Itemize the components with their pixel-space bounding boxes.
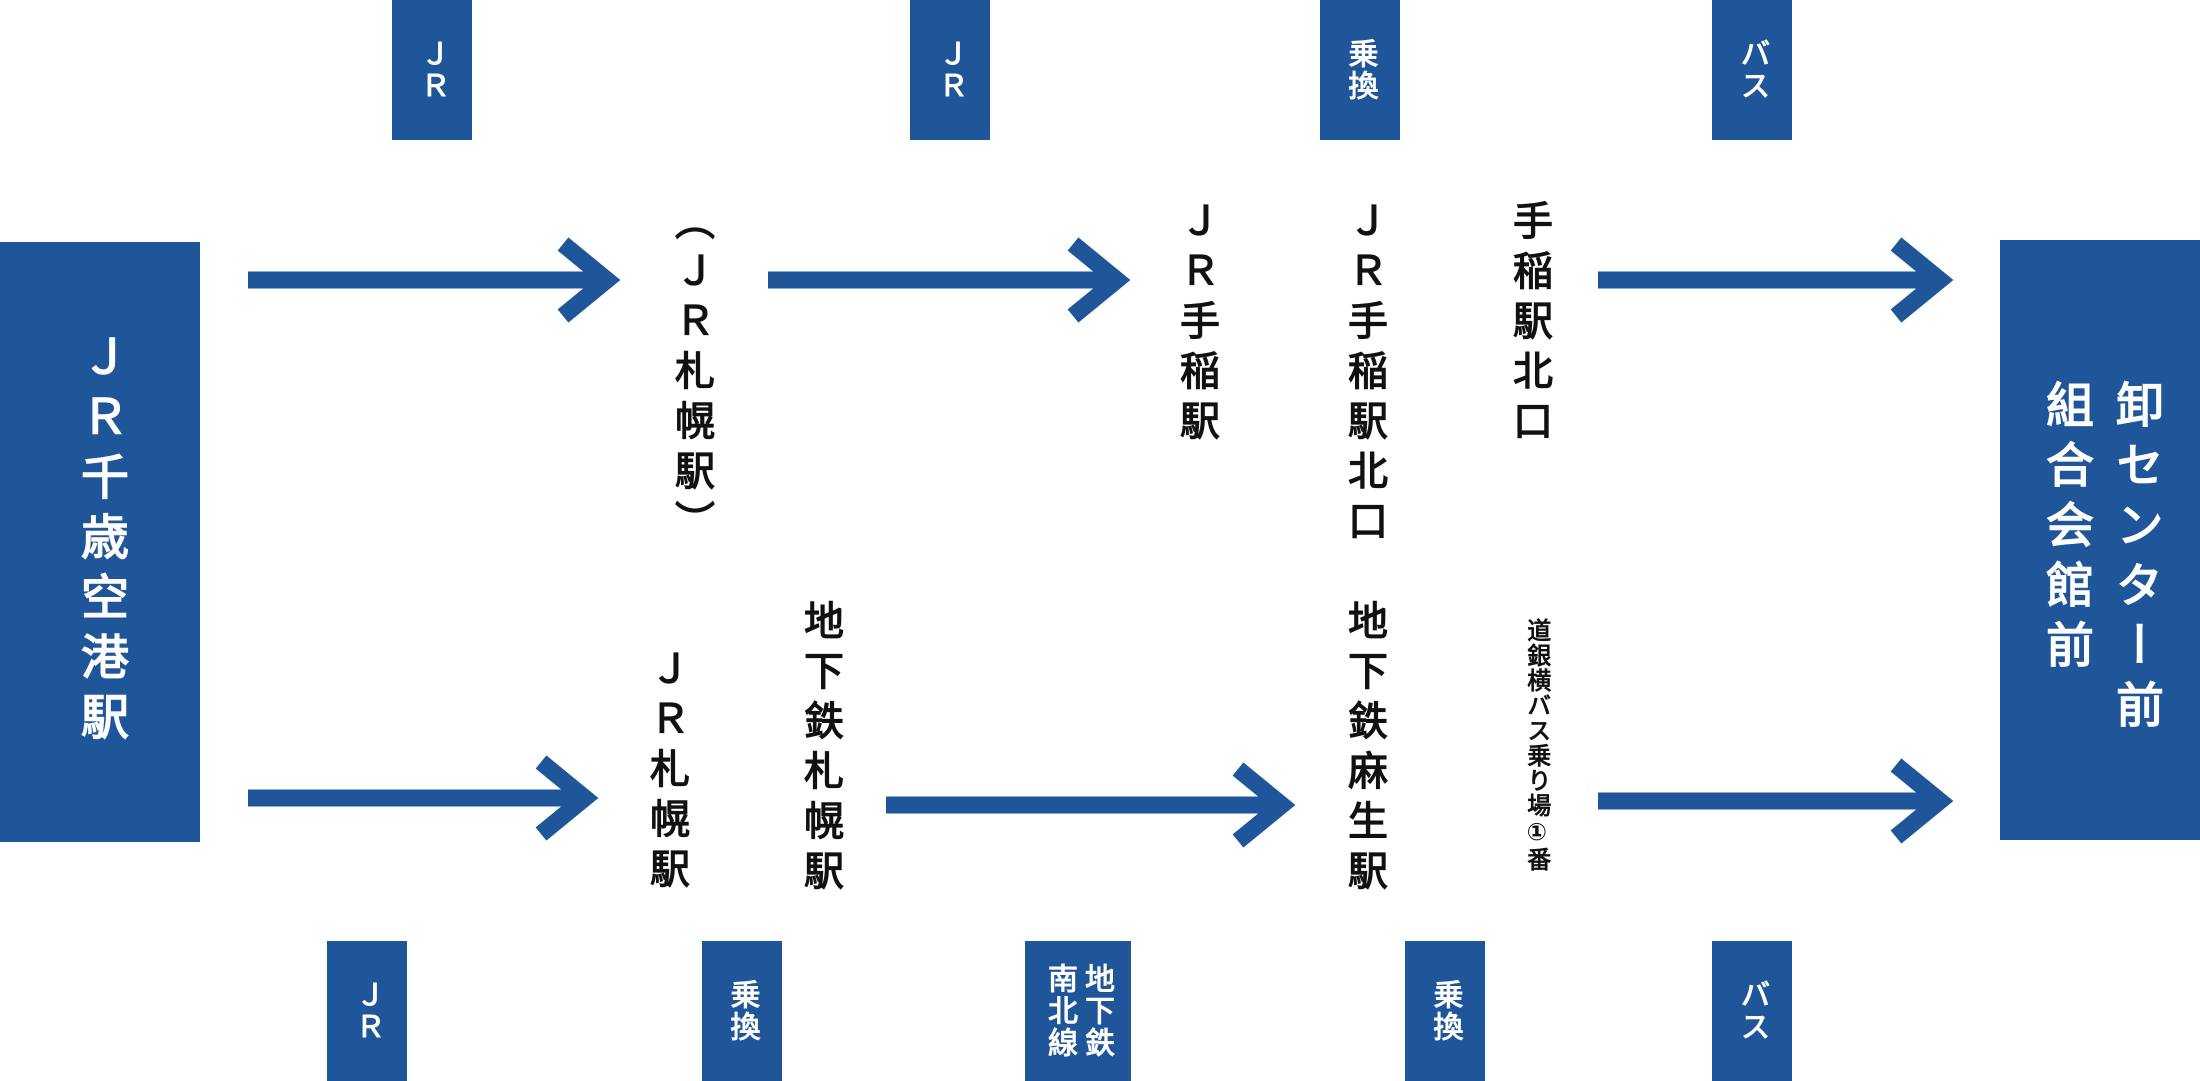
bottom-tag-transfer-2: 乗換	[1405, 941, 1485, 1081]
top-tag-transfer: 乗換	[1320, 0, 1400, 140]
bottom-tag-bus-label: バス	[1734, 979, 1770, 1043]
top-tag-jr-1-label: ＪＲ	[414, 38, 450, 102]
end-station-label-line2: 組合会館前	[2037, 380, 2093, 680]
top-tag-bus-label: バス	[1734, 38, 1770, 102]
bottom-tag-transfer-1-label: 乗換	[724, 979, 760, 1043]
top-stop-bus-teine-north-exit: 手稲駅北口	[1506, 200, 1552, 450]
top-tag-jr-2: ＪＲ	[910, 0, 990, 140]
bottom-tag-transfer-1: 乗換	[702, 941, 782, 1081]
bottom-stop-subway-asabu: 地下鉄麻生駅	[1341, 600, 1387, 900]
bottom-arrow-2-head	[1232, 762, 1296, 848]
bottom-stop-subway-sapporo: 地下鉄札幌駅	[797, 600, 843, 900]
top-arrow-2-head	[1067, 237, 1131, 323]
top-stop-teine-north-exit: ＪＲ手稲駅北口	[1341, 200, 1387, 550]
bottom-tag-transfer-2-label: 乗換	[1427, 979, 1463, 1043]
bottom-tag-subway: 地下鉄 南北線	[1025, 941, 1131, 1081]
bottom-stop-jr-sapporo: ＪＲ札幌駅	[643, 648, 689, 898]
start-station-label: ＪＲ千歳空港駅	[72, 332, 128, 752]
bottom-tag-jr-label: ＪＲ	[349, 979, 385, 1043]
top-stop-sapporo: （ＪＲ札幌駅）	[668, 200, 714, 550]
bottom-tag-subway-label: 地下鉄	[1079, 963, 1114, 1059]
bottom-stop-bus-platform: 道銀横バス乗り場①番	[1522, 618, 1551, 872]
bottom-arrow-1-head	[535, 755, 599, 841]
top-tag-jr-2-label: ＪＲ	[932, 38, 968, 102]
top-arrow-3-head	[1890, 237, 1954, 323]
bottom-arrow-3-head	[1890, 758, 1954, 844]
top-arrow-1-head	[557, 237, 621, 323]
end-station-box: 卸センター前 組合会館前	[2000, 240, 2200, 840]
bottom-tag-bus: バス	[1712, 941, 1792, 1081]
top-tag-transfer-label: 乗換	[1342, 38, 1378, 102]
top-tag-bus: バス	[1712, 0, 1792, 140]
bottom-tag-jr: ＪＲ	[327, 941, 407, 1081]
start-station-box: ＪＲ千歳空港駅	[0, 242, 200, 842]
top-tag-jr-1: ＪＲ	[392, 0, 472, 140]
end-station-label-line1: 卸センター前	[2107, 380, 2163, 740]
bottom-tag-nanboku-label: 南北線	[1042, 963, 1077, 1059]
top-stop-teine: ＪＲ手稲駅	[1173, 200, 1219, 450]
